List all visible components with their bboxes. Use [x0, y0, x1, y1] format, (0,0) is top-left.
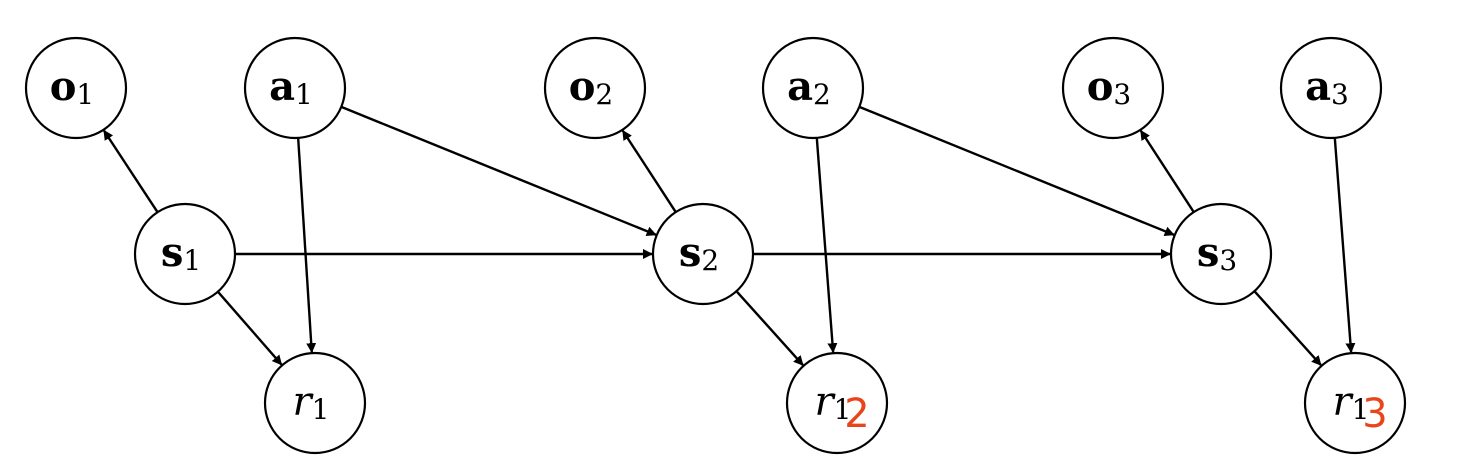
edge-a2-to-r2: [815, 137, 838, 354]
node-variable: s: [1197, 229, 1220, 276]
edge-a1-to-s2: [340, 105, 657, 237]
node-subscript: 1: [1352, 393, 1370, 426]
edge-s1-to-o1: [102, 129, 159, 213]
node-o3: o3: [1061, 36, 1165, 140]
edge-a3-to-r3: [1333, 137, 1356, 354]
node-circle: [785, 351, 889, 455]
edge-s2-to-o2: [621, 129, 677, 213]
node-variable: a: [787, 63, 813, 110]
node-label: o1: [50, 63, 95, 111]
edge-a1-to-r1: [296, 137, 317, 354]
node-circle: [133, 202, 237, 306]
node-label: s2: [679, 229, 719, 277]
overlay-annotation: 2: [844, 391, 869, 437]
node-circle: [243, 36, 347, 140]
node-r2: r12: [785, 351, 889, 455]
node-circle: [1279, 36, 1383, 140]
node-variable: s: [161, 229, 184, 276]
overlay-annotation: 3: [1362, 391, 1387, 437]
node-o2: o2: [543, 36, 647, 140]
node-variable: o: [569, 63, 596, 110]
node-a1: a1: [243, 36, 347, 140]
node-subscript: 2: [701, 244, 719, 277]
node-subscript: 3: [1113, 78, 1131, 111]
node-variable: o: [1087, 63, 1114, 110]
node-circle: [1303, 351, 1407, 455]
node-subscript: 1: [312, 393, 330, 426]
edge-s3-to-o3: [1139, 129, 1195, 213]
node-r3: r13: [1303, 351, 1407, 455]
node-circle: [543, 36, 647, 140]
edge-s2-to-r2: [735, 290, 804, 366]
node-circle: [651, 202, 755, 306]
node-variable: a: [1305, 63, 1331, 110]
node-label: a3: [1305, 63, 1349, 111]
node-variable: s: [679, 229, 702, 276]
node-subscript: 1: [834, 393, 852, 426]
node-circle: [761, 36, 865, 140]
node-subscript: 1: [76, 78, 94, 111]
node-label: r1: [815, 379, 852, 426]
node-o1: o1: [24, 36, 128, 140]
node-variable: r: [293, 379, 315, 425]
edge-s3-to-r3: [1253, 290, 1322, 366]
node-circle: [1061, 36, 1165, 140]
node-a2: a2: [761, 36, 865, 140]
node-s2: s2: [651, 202, 755, 306]
node-subscript: 3: [1331, 78, 1349, 111]
node-variable: r: [815, 379, 837, 425]
node-label: o2: [569, 63, 614, 111]
edge-s1-to-r1: [216, 290, 283, 366]
node-label: s1: [161, 229, 201, 277]
node-circle: [1169, 202, 1273, 306]
edge-a2-to-s3: [858, 105, 1175, 237]
node-s1: s1: [133, 202, 237, 306]
node-subscript: 3: [1219, 244, 1237, 277]
node-label: r1: [293, 379, 330, 426]
node-subscript: 2: [595, 78, 613, 111]
node-subscript: 2: [813, 78, 831, 111]
node-a3: a3: [1279, 36, 1383, 140]
node-variable: a: [269, 63, 295, 110]
node-variable: r: [1333, 379, 1355, 425]
node-label: r1: [1333, 379, 1370, 426]
edges: [102, 105, 1356, 366]
node-label: s3: [1197, 229, 1237, 277]
node-label: o3: [1087, 63, 1132, 111]
node-variable: o: [50, 63, 77, 110]
node-label: a2: [787, 63, 831, 111]
node-label: a1: [269, 63, 313, 111]
node-subscript: 1: [295, 78, 313, 111]
node-r1: r1: [263, 351, 367, 455]
node-circle: [263, 351, 367, 455]
node-circle: [24, 36, 128, 140]
node-s3: s3: [1169, 202, 1273, 306]
node-subscript: 1: [183, 244, 201, 277]
